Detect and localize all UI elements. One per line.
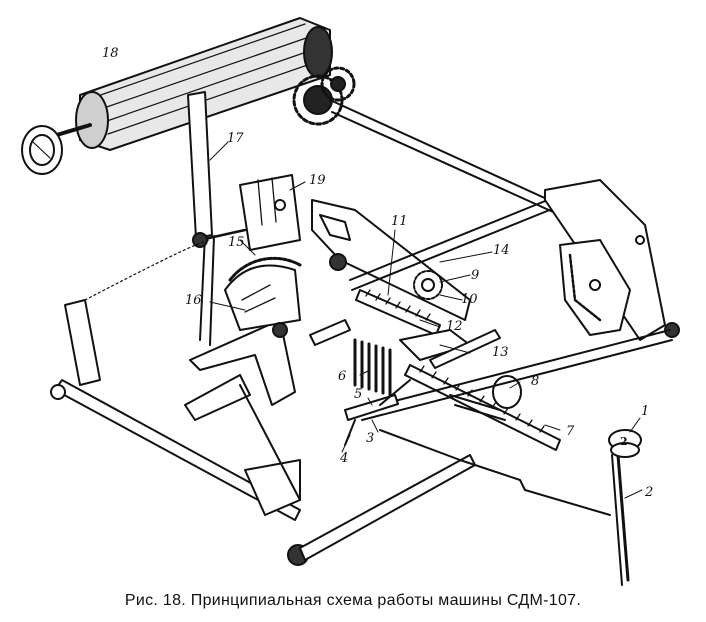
label-4: 4 xyxy=(340,451,349,466)
sector-gears-15-16 xyxy=(189,256,302,406)
label-18: 18 xyxy=(102,46,119,61)
leader-lines xyxy=(209,141,643,499)
label-13: 13 xyxy=(492,345,509,360)
label-8: 8 xyxy=(531,374,540,389)
label-16: 16 xyxy=(185,293,202,308)
label-3: 3 xyxy=(366,431,375,446)
link-17 xyxy=(187,91,215,346)
label-10: 10 xyxy=(461,292,478,307)
lever-13 xyxy=(429,329,501,369)
figure-caption: Рис. 18. Принципиальная схема работы маш… xyxy=(124,592,582,609)
right-frame xyxy=(544,179,680,341)
label-6: 6 xyxy=(338,369,347,384)
key-lever-1-2 xyxy=(608,429,642,586)
label-2: 2 xyxy=(645,485,654,500)
label-17: 17 xyxy=(227,131,244,146)
key-cap-digit: 2 xyxy=(620,435,628,448)
pawl-block-19 xyxy=(192,174,301,251)
label-14: 14 xyxy=(493,243,510,258)
label-19: 19 xyxy=(309,173,326,188)
levers-3-4-5 xyxy=(344,379,411,446)
label-11: 11 xyxy=(391,214,408,229)
label-1: 1 xyxy=(641,404,650,419)
rack-bar-7 xyxy=(404,364,561,451)
label-9: 9 xyxy=(471,268,480,283)
label-12: 12 xyxy=(446,319,463,334)
bottom-frame xyxy=(50,239,611,566)
roller-18 xyxy=(21,17,333,175)
plate-9-10-11 xyxy=(311,199,471,321)
roller-gears xyxy=(292,66,356,126)
label-5: 5 xyxy=(354,387,363,402)
rod-14 xyxy=(349,194,563,291)
label-7: 7 xyxy=(566,424,575,439)
right-shaft xyxy=(359,329,673,421)
main-shaft xyxy=(329,99,563,217)
label-15: 15 xyxy=(228,235,245,250)
